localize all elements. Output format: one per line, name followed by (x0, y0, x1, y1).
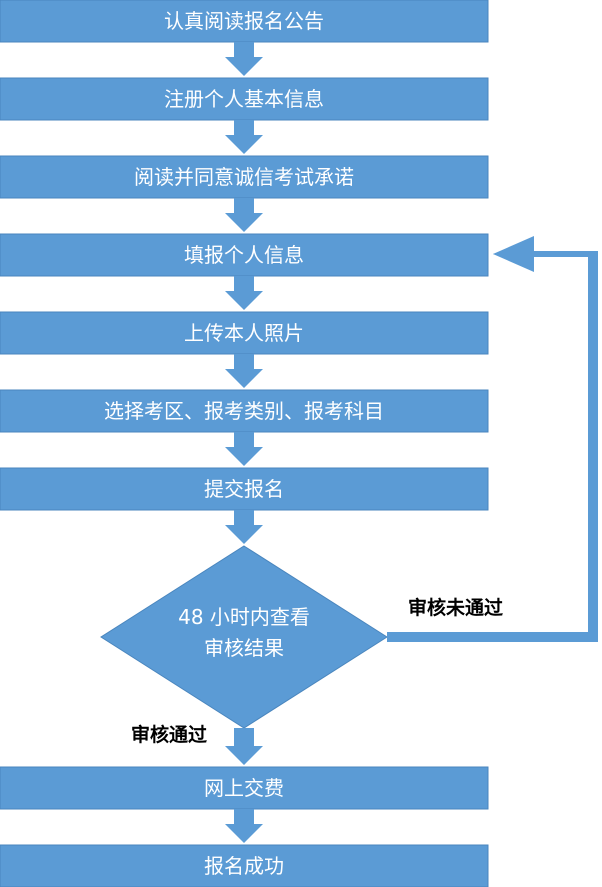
branch-pass-label: 审核通过 (131, 723, 207, 746)
step-fill-personal-info: 填报个人信息 (0, 233, 489, 277)
down-arrow-5 (225, 354, 263, 388)
decision-review-result: 48 小时内查看 审核结果 (100, 545, 388, 729)
step-select-exam-options-label: 选择考区、报考类别、报考科目 (104, 399, 384, 423)
loop-back-arrow (387, 241, 598, 642)
step-upload-photo-label: 上传本人照片 (184, 321, 304, 345)
step-registration-success: 报名成功 (0, 844, 489, 887)
down-arrow-3 (225, 198, 263, 232)
down-arrow-6 (225, 432, 263, 466)
down-arrow-8 (225, 728, 263, 765)
decision-line-2: 审核结果 (204, 636, 284, 660)
step-registration-success-label: 报名成功 (204, 854, 284, 878)
step-upload-photo: 上传本人照片 (0, 311, 489, 355)
step-submit-registration-label: 提交报名 (204, 477, 284, 501)
branch-fail-label: 审核未通过 (408, 596, 503, 619)
step-agree-integrity-pledge: 阅读并同意诚信考试承诺 (0, 155, 489, 199)
down-arrow-2 (225, 120, 263, 154)
down-arrow-4 (225, 276, 263, 310)
step-fill-personal-info-label: 填报个人信息 (184, 243, 304, 267)
step-agree-integrity-pledge-label: 阅读并同意诚信考试承诺 (134, 165, 354, 189)
down-arrow-1 (225, 42, 263, 76)
step-submit-registration: 提交报名 (0, 467, 489, 511)
step-read-announcement-label: 认真阅读报名公告 (164, 9, 324, 33)
step-online-payment-label: 网上交费 (204, 776, 284, 800)
step-read-announcement: 认真阅读报名公告 (0, 0, 489, 43)
step-register-basic-info-label: 注册个人基本信息 (164, 87, 324, 111)
step-online-payment: 网上交费 (0, 766, 489, 810)
loop-back-arrow-head (493, 236, 534, 272)
decision-line-1: 48 小时内查看 (178, 605, 310, 629)
step-select-exam-options: 选择考区、报考类别、报考科目 (0, 389, 489, 433)
step-register-basic-info: 注册个人基本信息 (0, 77, 489, 121)
down-arrow-7 (225, 510, 263, 544)
down-arrow-9 (225, 809, 263, 843)
